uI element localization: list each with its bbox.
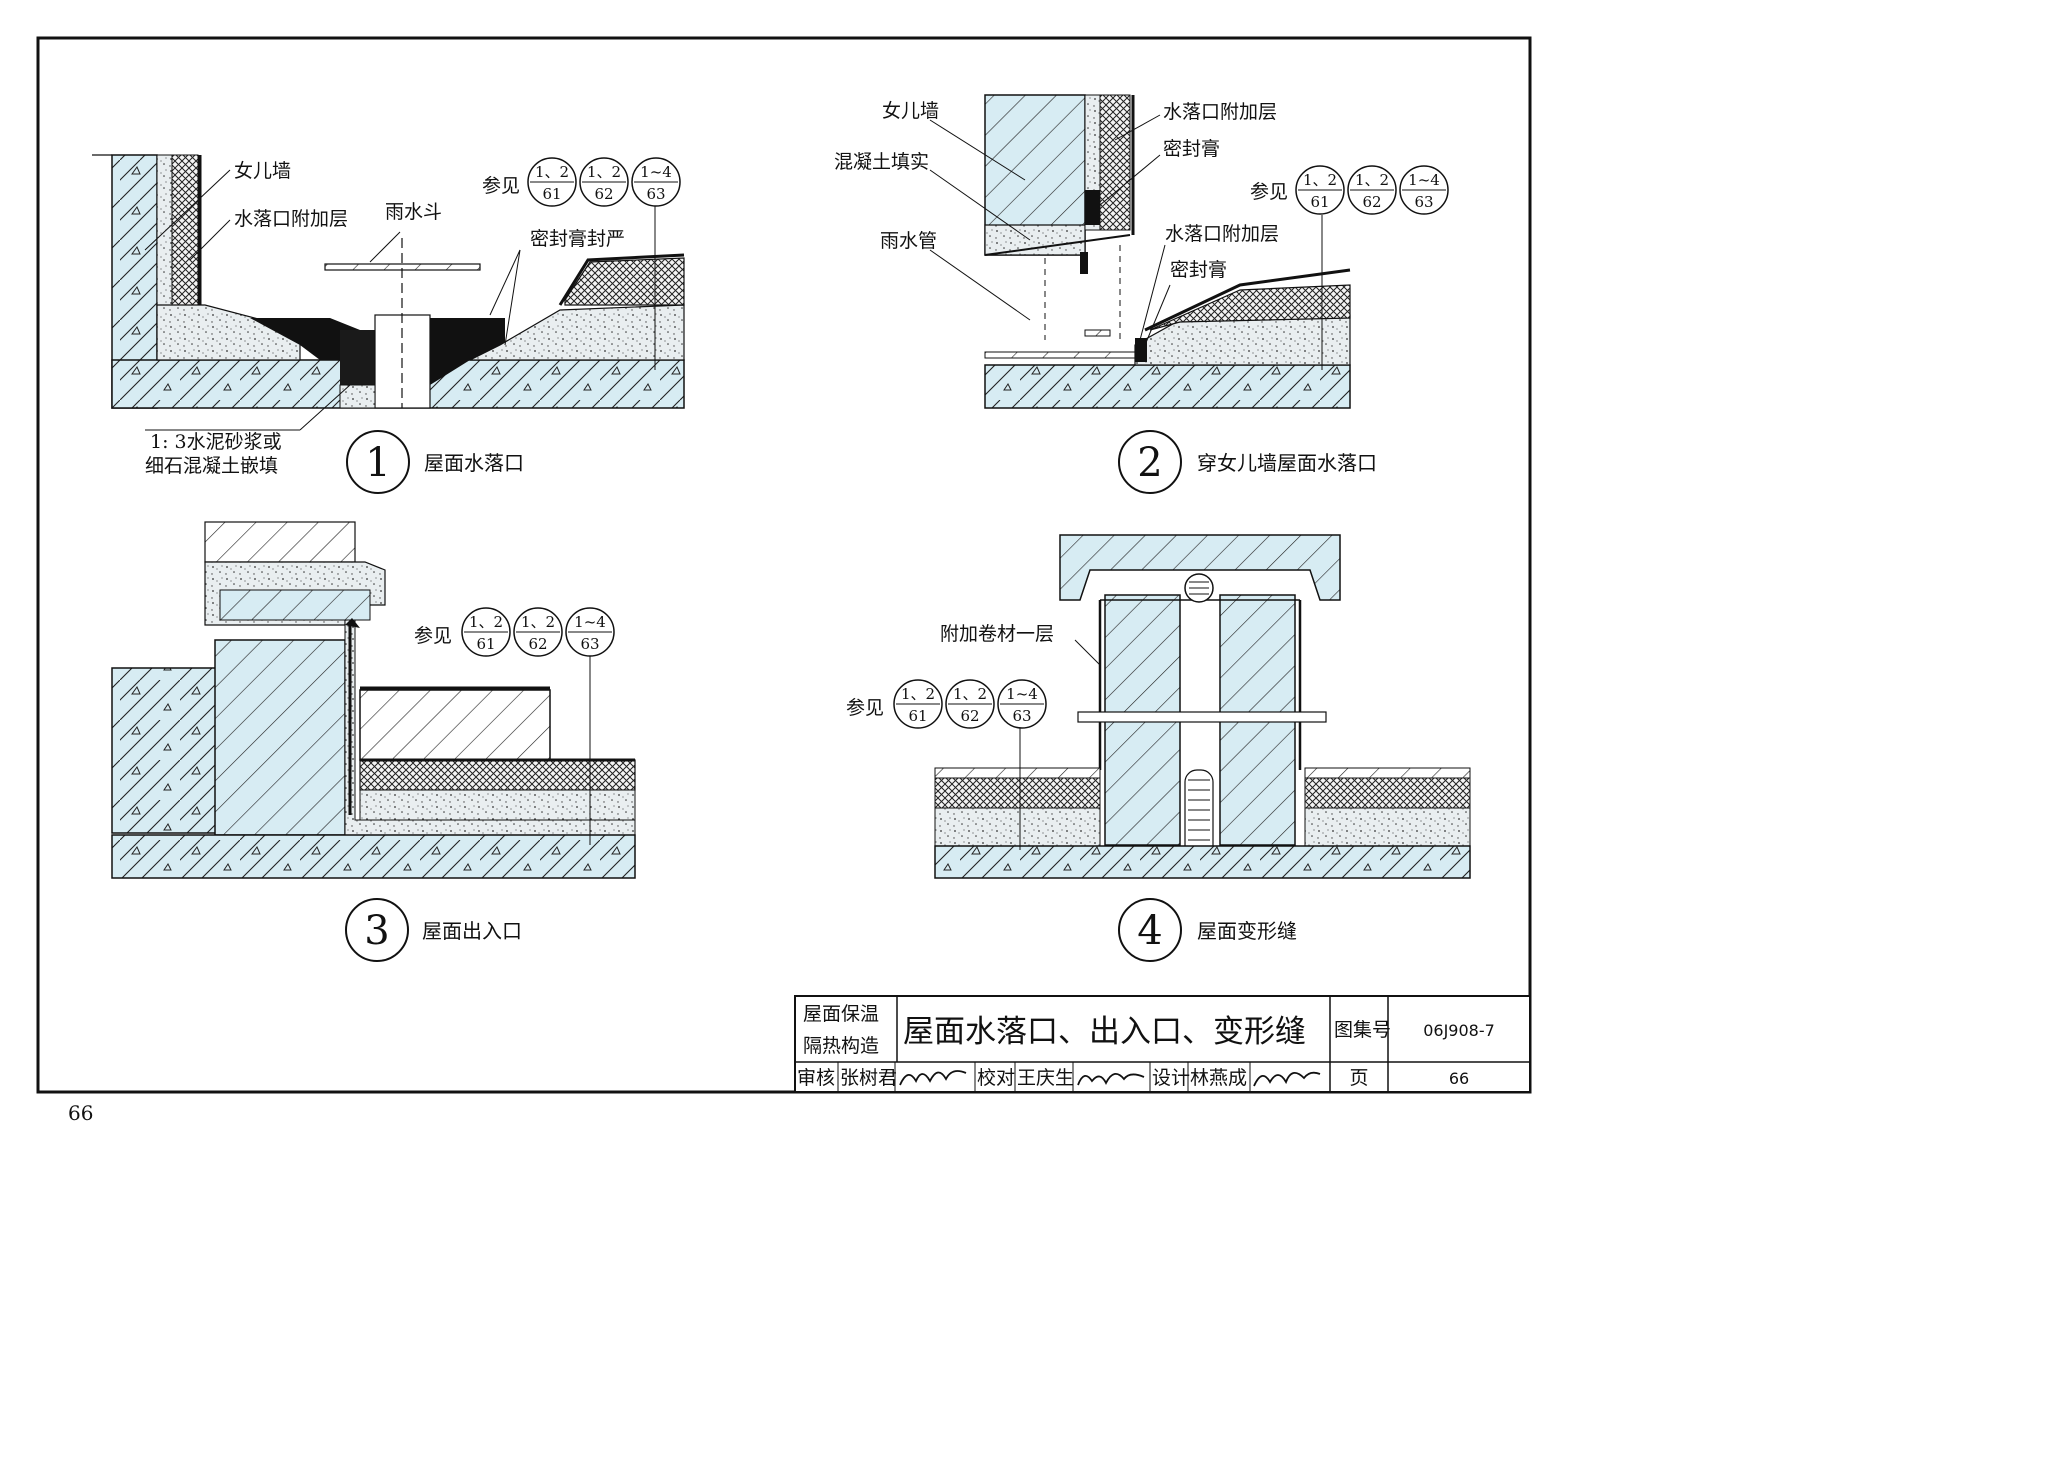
detail-1-number: 1 xyxy=(365,440,390,486)
tb-page-label: 页 xyxy=(1349,1067,1368,1089)
ref-prefix-1: 参见 xyxy=(482,175,520,197)
tb-atlas-label: 图集号 xyxy=(1334,1019,1391,1041)
label-sealant-2b: 密封膏 xyxy=(1170,258,1227,281)
tb-category-line1: 屋面保温 xyxy=(803,1003,879,1025)
ref4-a-bottom: 61 xyxy=(908,707,927,725)
tb-check-label: 校对 xyxy=(977,1067,1015,1089)
label-extra-membrane: 附加卷材一层 xyxy=(940,623,1054,645)
ref2-a-top: 1、2 xyxy=(1303,171,1337,189)
detail-4-expansion-joint xyxy=(934,534,1471,879)
ref4-b-bottom: 62 xyxy=(960,707,979,725)
tb-atlas-code: 06J908-7 xyxy=(1423,1021,1495,1040)
label-infill-line2: 细石混凝土嵌填 xyxy=(145,455,278,477)
ref3-c-top: 1~4 xyxy=(574,613,606,631)
ref-prefix-4: 参见 xyxy=(846,697,884,719)
ref-circles-3 xyxy=(461,607,615,657)
drawing-sheet: 女儿墙 水落口附加层 雨水斗 密封膏封严 1: 3水泥砂浆或 细石混凝土嵌填 参… xyxy=(36,36,1532,1123)
tb-designer: 林燕成 xyxy=(1190,1067,1247,1089)
detail-1-number-circle xyxy=(346,430,410,494)
ref2-c-top: 1~4 xyxy=(1408,171,1440,189)
detail-4-number-circle xyxy=(1118,898,1182,962)
label-outlet-extra-layer-2a: 水落口附加层 xyxy=(1163,101,1277,123)
label-parapet-1: 女儿墙 xyxy=(234,160,291,182)
detail-3-roof-access xyxy=(111,521,636,879)
ref-circles-1 xyxy=(527,157,681,207)
detail-2-number: 2 xyxy=(1137,440,1162,486)
ref3-c-bottom: 63 xyxy=(580,635,599,653)
ref4-c-bottom: 63 xyxy=(1012,707,1031,725)
tb-signatures xyxy=(899,1070,1321,1087)
ref2-b-bottom: 62 xyxy=(1362,193,1381,211)
ref3-a-bottom: 61 xyxy=(476,635,495,653)
ref1-b-top: 1、2 xyxy=(587,163,621,181)
detail-3-number-circle xyxy=(345,898,409,962)
label-rain-hopper: 雨水斗 xyxy=(385,201,442,223)
tb-reviewer: 张树君 xyxy=(840,1067,897,1089)
ref1-b-bottom: 62 xyxy=(594,185,613,203)
frame-border xyxy=(36,36,1532,1094)
page-number: 66 xyxy=(68,1101,93,1123)
tb-page: 66 xyxy=(1449,1069,1469,1088)
ref3-b-top: 1、2 xyxy=(521,613,555,631)
detail-1-caption: 屋面水落口 xyxy=(424,451,524,475)
tb-checker: 王庆生 xyxy=(1017,1067,1074,1089)
detail-2-number-circle xyxy=(1118,430,1182,494)
label-infill-line1: 1: 3水泥砂浆或 xyxy=(150,431,282,453)
ref1-a-top: 1、2 xyxy=(535,163,569,181)
ref3-b-bottom: 62 xyxy=(528,635,547,653)
label-rain-pipe: 雨水管 xyxy=(880,230,937,252)
ref1-a-bottom: 61 xyxy=(542,185,561,203)
label-sealant-tight: 密封膏封严 xyxy=(530,227,625,250)
ref4-c-top: 1~4 xyxy=(1006,685,1038,703)
ref2-c-bottom: 63 xyxy=(1414,193,1433,211)
label-concrete-fill: 混凝土填实 xyxy=(834,151,929,173)
detail-4-caption: 屋面变形缝 xyxy=(1197,919,1297,943)
detail-3-caption: 屋面出入口 xyxy=(422,919,522,943)
construction-detail-drawing: 女儿墙 水落口附加层 雨水斗 密封膏封严 1: 3水泥砂浆或 细石混凝土嵌填 参… xyxy=(36,36,1532,1123)
ref-prefix-3: 参见 xyxy=(414,625,452,647)
detail-2-parapet-drain xyxy=(929,94,1351,409)
tb-review-label: 审核 xyxy=(797,1067,835,1089)
ref2-b-top: 1、2 xyxy=(1355,171,1389,189)
tb-category-line2: 隔热构造 xyxy=(803,1035,879,1057)
ref-prefix-2: 参见 xyxy=(1250,181,1288,203)
label-sealant-2a: 密封膏 xyxy=(1163,137,1220,160)
label-outlet-extra-layer-1: 水落口附加层 xyxy=(234,208,348,230)
label-outlet-extra-layer-2b: 水落口附加层 xyxy=(1165,223,1279,245)
detail-4-number: 4 xyxy=(1137,908,1162,954)
ref-circles-2 xyxy=(1295,165,1449,215)
tb-title: 屋面水落口、出入口、变形缝 xyxy=(903,1014,1306,1050)
label-parapet-2: 女儿墙 xyxy=(882,100,939,122)
ref1-c-bottom: 63 xyxy=(646,185,665,203)
detail-1-roof-drain xyxy=(92,154,685,431)
tb-design-label: 设计 xyxy=(1152,1067,1190,1089)
detail-3-number: 3 xyxy=(364,908,389,954)
ref4-a-top: 1、2 xyxy=(901,685,935,703)
ref2-a-bottom: 61 xyxy=(1310,193,1329,211)
ref4-b-top: 1、2 xyxy=(953,685,987,703)
title-block xyxy=(794,995,1531,1093)
ref1-c-top: 1~4 xyxy=(640,163,672,181)
ref-circles-4 xyxy=(893,679,1047,729)
detail-2-caption: 穿女儿墙屋面水落口 xyxy=(1197,451,1377,475)
ref3-a-top: 1、2 xyxy=(469,613,503,631)
